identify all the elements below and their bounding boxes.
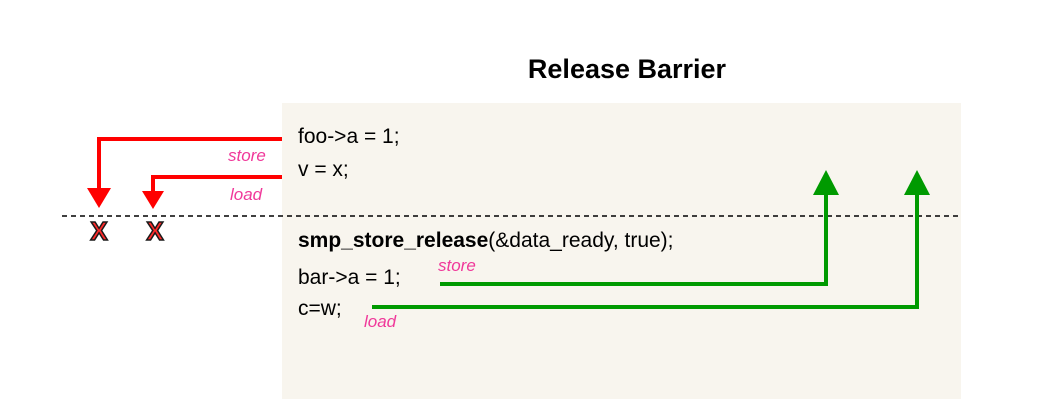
code-line-5: c=w; — [298, 297, 342, 320]
code-line-1: foo->a = 1; — [298, 125, 400, 148]
code-panel — [282, 103, 961, 399]
store-label-bottom: store — [438, 256, 476, 275]
blocked-store-arrowhead — [87, 188, 111, 208]
blocked-store-arrow — [97, 137, 282, 195]
diagram-title: Release Barrier — [528, 54, 727, 84]
store-label-top: store — [228, 146, 266, 165]
code-line-3: smp_store_release(&data_ready, true); — [298, 229, 674, 252]
code-line-4: bar->a = 1; — [298, 266, 401, 289]
blocked-x-mark-1: X — [90, 216, 108, 246]
blocked-load-arrow — [151, 175, 282, 197]
allowed-load-arrowhead — [904, 170, 930, 195]
allowed-load-arrow — [372, 188, 919, 309]
blocked-x-mark-2: X — [146, 216, 164, 246]
blocked-load-arrowhead — [142, 191, 164, 209]
barrier-function-name: smp_store_release — [298, 229, 488, 252]
load-label-top: load — [230, 185, 263, 204]
code-line-2: v = x; — [298, 158, 349, 181]
allowed-store-arrow — [440, 188, 828, 286]
barrier-function-args: (&data_ready, true); — [488, 229, 673, 252]
allowed-store-arrowhead — [813, 170, 839, 195]
load-label-bottom: load — [364, 312, 397, 331]
